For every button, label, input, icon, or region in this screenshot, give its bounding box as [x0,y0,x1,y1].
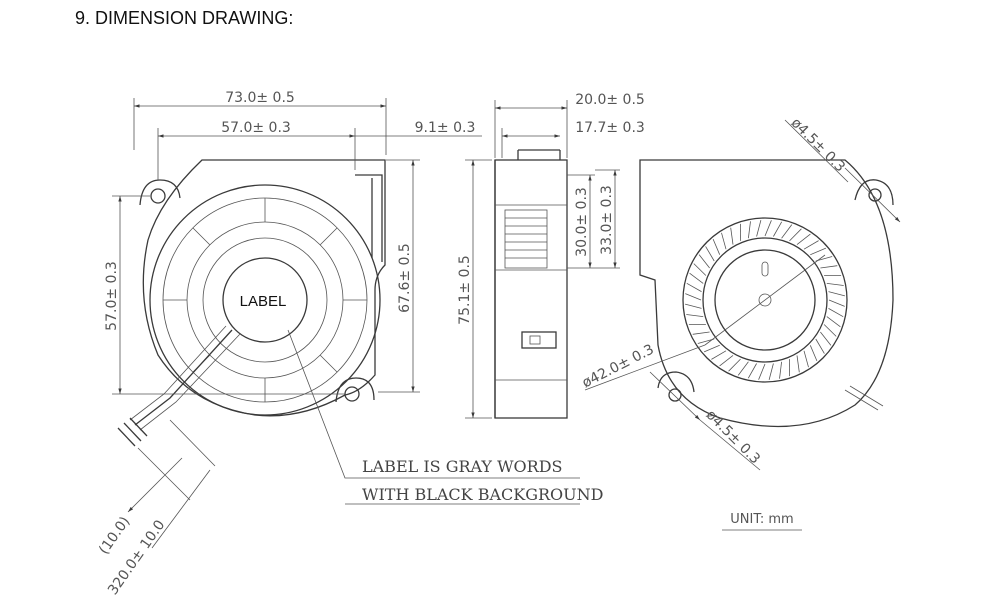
label-text: LABEL [240,293,287,310]
impeller-blade [820,265,838,269]
impeller-blade [730,227,734,245]
dim-inner-width: 57.0± 0.3 [221,120,291,136]
front-mount-hole-top [150,188,166,204]
impeller-blade [826,283,844,286]
dim-hub-30: 30.0± 0.3 [574,187,590,257]
rear-mount-hole-top [868,188,882,202]
impeller-blade [796,233,811,245]
impeller-blade [698,254,710,269]
note-line-1: LABEL IS GRAY WORDS [362,457,562,476]
side-impeller [504,209,548,269]
impeller-blade [828,308,844,318]
page-title: 9. DIMENSION DRAWING: [75,8,294,28]
impeller-blade [764,220,772,237]
impeller-blade [686,314,704,317]
impeller-blade [828,291,846,297]
impeller-blade [756,219,762,237]
side-view: 20.0± 0.5 17.7± 0.3 75.1± 0.5 30.0± 0.3 … [457,92,645,419]
impeller-blade [684,303,702,309]
impeller-blade [693,263,707,276]
dim-hole-bottom: ø4.5± 0.3 [703,407,763,467]
impeller-blade [721,232,727,250]
impeller-blade [815,338,825,354]
dim-side-depth: 20.0± 0.5 [575,92,645,108]
impeller-blade [779,361,782,379]
dim-hub-33: 33.0± 0.3 [599,185,615,255]
dim-right-height: 67.6± 0.5 [397,243,413,313]
impeller-blade [810,247,827,256]
dim-side-height: 75.1± 0.5 [457,255,473,325]
lead-wire-bundle [134,329,233,426]
dim-outlet-offset: 9.1± 0.3 [415,120,476,136]
dim-overall-width: 73.0± 0.5 [225,90,295,106]
impeller-blade [689,272,704,284]
impeller-blade [781,224,793,239]
impeller-blade [789,228,802,242]
impeller-blade [768,363,774,381]
impeller-blade [826,316,841,328]
impeller-blade [748,221,751,239]
impeller-blade [823,324,837,337]
impeller-blade [758,363,766,380]
unit-label: UNIT: mm [730,512,793,527]
impeller-blade [737,361,749,376]
impeller-blade [711,350,727,360]
dim-hole-top: ø4.5± 0.3 [788,115,848,175]
rear-mount-hole-bottom [668,388,682,402]
impeller-blade [809,345,818,362]
impeller-blade [705,246,715,262]
front-view: LABEL 73.0± 0.5 57.0± 0.3 9.1± 0.3 [96,90,580,598]
impeller-blade [719,355,734,367]
impeller-blade [820,331,832,346]
impeller-blade [686,282,702,292]
dim-impeller-diameter: ø42.0± 0.3 [580,342,657,392]
impeller-blade [796,355,800,373]
impeller-blade [747,363,757,379]
dim-side-inner-depth: 17.7± 0.3 [575,120,645,136]
impeller-blade [685,293,702,301]
impeller-blade [728,358,741,372]
impeller-blade [803,240,819,250]
impeller-blade [703,344,720,353]
impeller-blade [828,299,845,307]
impeller-blade [712,238,721,255]
impeller-blade [803,350,809,368]
impeller-blade [773,221,783,237]
side-connector [521,331,557,349]
impeller-blade [692,331,710,335]
label-disk [222,257,308,343]
dim-left-height: 57.0± 0.3 [104,261,120,331]
dim-lead-strip: (10.0) [96,514,133,558]
note-line-2: WITH BLACK BACKGROUND [362,485,603,504]
rear-view: ø42.0± 0.3 ø4.5± 0.3 ø4.5± 0.3 [580,115,901,471]
